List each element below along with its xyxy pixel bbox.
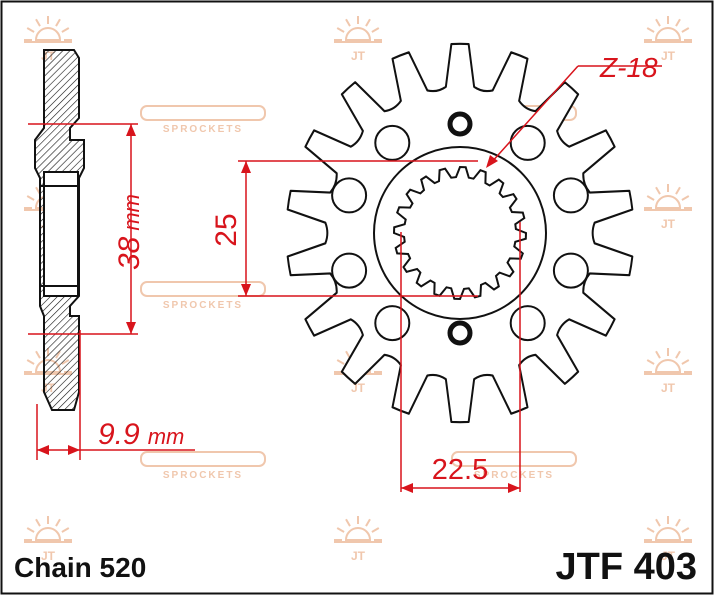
watermark-text: SPROCKETS [474, 470, 554, 481]
lightening-hole [374, 124, 411, 161]
sun-logo-icon: JT [24, 516, 72, 563]
chain-size-label: Chain 520 [14, 552, 146, 583]
watermark-wordmark: SPROCKETS [140, 105, 266, 135]
offset-label: 9.9 mm [98, 418, 184, 451]
watermark-glyph: JT [351, 549, 366, 563]
watermark-wordmark: SPROCKETS [140, 281, 266, 311]
sprocket-side-profile [34, 49, 85, 411]
sprocket-front-view [286, 42, 634, 424]
spline-height-dimension [238, 160, 478, 297]
watermark-wordmark: SPROCKETS [451, 451, 577, 481]
watermark-glyph: JT [661, 217, 676, 231]
watermark-glyph: JT [661, 549, 676, 563]
sun-logo-icon: JT [644, 184, 692, 231]
watermark-text: SPROCKETS [163, 124, 243, 135]
spline-height-label: 25 [210, 213, 243, 246]
lightening-hole [552, 177, 589, 214]
hub-ring [373, 146, 547, 320]
bolt-hole [447, 111, 473, 137]
offset-value: 9.9 [98, 418, 140, 451]
bolt-holes [447, 111, 473, 346]
spline-bore [392, 165, 528, 301]
lightening-hole [509, 305, 546, 342]
watermark-glyph: JT [661, 381, 676, 395]
watermark-wordmark: SPROCKETS [140, 451, 266, 481]
hub-diameter-unit: mm [119, 194, 144, 231]
lightening-hole [552, 252, 589, 289]
lightening-hole [331, 252, 368, 289]
sun-logo-icon: JT [334, 16, 382, 63]
teeth-count-leader [486, 65, 662, 168]
lightening-hole [509, 124, 546, 161]
lightening-hole [374, 305, 411, 342]
watermark-text: SPROCKETS [163, 470, 243, 481]
hub-diameter-value: 38 [113, 236, 146, 270]
offset-dimension [36, 330, 195, 460]
sun-logo-icon: JT [334, 516, 382, 563]
watermark-glyph: JT [351, 49, 366, 63]
sun-logo-icon: JT [644, 348, 692, 395]
spline-width-dimension [400, 222, 521, 493]
hub-diameter-dimension [28, 123, 138, 335]
sun-logo-icon: JT [644, 16, 692, 63]
part-number-label: JTF 403 [555, 546, 697, 588]
offset-unit: mm [148, 424, 185, 449]
watermark-glyph: JT [661, 49, 676, 63]
watermark-text: SPROCKETS [163, 300, 243, 311]
hub-diameter-label: 38 mm [113, 194, 146, 270]
spline-width-label: 22.5 [432, 454, 488, 486]
lightening-hole [331, 177, 368, 214]
teeth-count-label: Z-18 [599, 52, 658, 83]
watermark-glyph: JT [41, 549, 56, 563]
sun-logo-icon: JT [644, 516, 692, 563]
bolt-hole [447, 320, 473, 346]
